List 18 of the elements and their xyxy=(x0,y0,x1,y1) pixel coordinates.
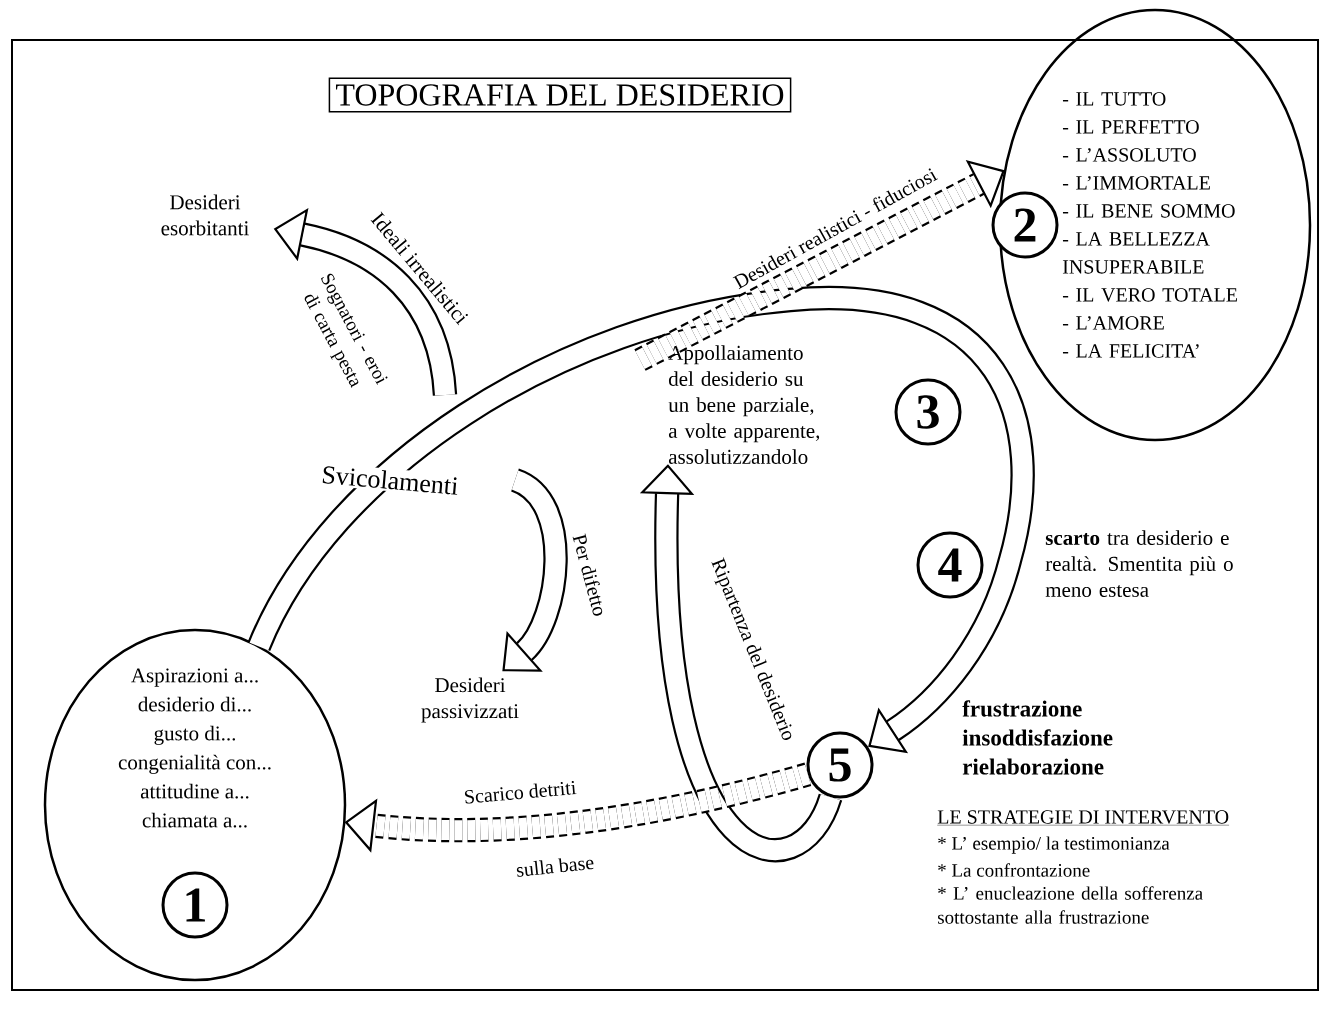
title-box: TOPOGRAFIA DEL DESIDERIO xyxy=(328,77,792,113)
hollow-arrow xyxy=(634,160,1005,371)
note-text: scarto tra desiderio e realtà. Smentita più o meno estesa xyxy=(1045,530,1233,597)
hollow-arrow xyxy=(247,286,1035,754)
label-text: LE STRATEGIE DI INTERVENTO xyxy=(937,810,1230,826)
label-text: sulla base xyxy=(516,858,594,877)
label-text: * L’ esempio/ la testimonianza xyxy=(938,836,1170,854)
node-text: Desideri esorbitanti xyxy=(161,194,249,236)
hollow-arrow xyxy=(502,469,568,672)
node-text: Desideri passivizzati xyxy=(421,677,519,723)
note-text: frustrazione insoddisfazione rielaborazione xyxy=(962,700,1113,775)
label-text: * L’ enucleazione della sofferenza sottostante alla frustrazione xyxy=(938,886,1203,924)
label-text: Svicolamenti xyxy=(318,462,462,498)
label-text: * La confrontazione xyxy=(938,863,1090,877)
edge-label: Scarico detriti xyxy=(461,777,579,807)
hollow-arrow xyxy=(639,464,842,862)
note-text: Appollaiamento del desiderio su un bene parziale, a volte apparente, assolutizzandolo xyxy=(668,345,820,464)
edge-label: Per difetto xyxy=(569,530,611,620)
